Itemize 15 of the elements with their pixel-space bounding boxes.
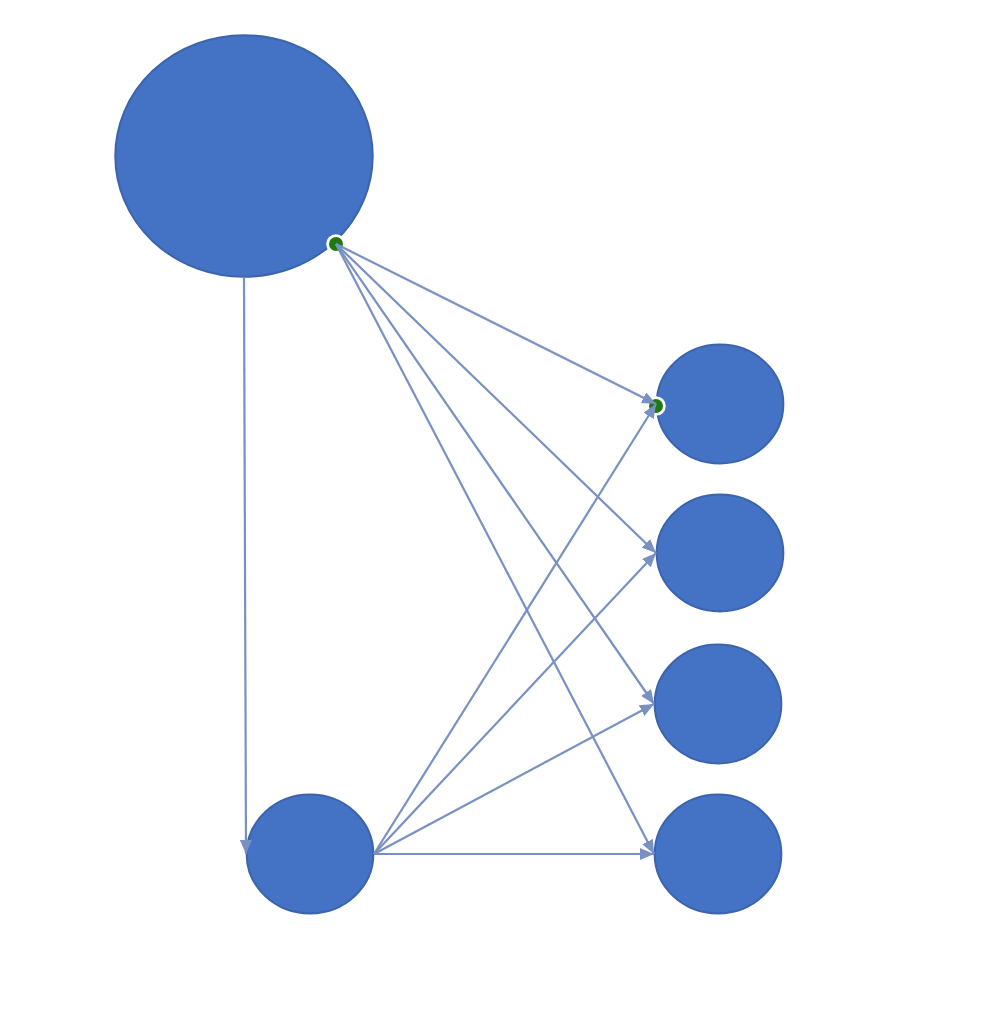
circle-node xyxy=(114,34,374,278)
circle-node xyxy=(654,644,782,764)
arrow xyxy=(335,243,657,405)
arrow xyxy=(373,403,657,855)
arrow xyxy=(335,243,655,855)
circle-node xyxy=(656,494,784,612)
circle-node xyxy=(246,794,374,914)
circle-node xyxy=(656,344,784,464)
arrow xyxy=(335,243,655,705)
arrow xyxy=(373,552,657,855)
arrow xyxy=(335,243,657,554)
circle-node xyxy=(654,794,782,914)
arrow xyxy=(239,278,252,854)
arrow xyxy=(374,848,654,860)
arrow xyxy=(373,703,655,855)
